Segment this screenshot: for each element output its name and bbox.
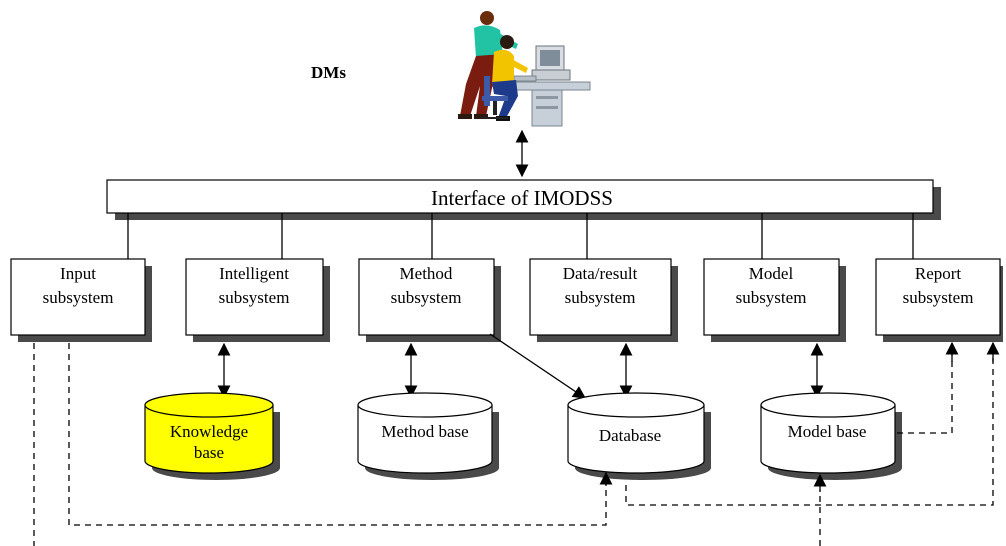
dms-label: DMs bbox=[311, 63, 346, 82]
subsystem-label-line1: Input bbox=[60, 264, 96, 283]
method-base-cylinder: Method base bbox=[357, 392, 499, 480]
knowledge-base-label-line1: Knowledge bbox=[170, 422, 248, 441]
subsystem-model: Model subsystem bbox=[703, 258, 846, 342]
subsystem-method: Method subsystem bbox=[358, 258, 501, 342]
subsystem-input: Input subsystem bbox=[10, 258, 152, 342]
knowledge-base-body bbox=[144, 404, 274, 474]
method-base-label: Method base bbox=[381, 422, 468, 441]
subsystem-label-line1: Model bbox=[749, 264, 794, 283]
subsystem-label-line1: Report bbox=[915, 264, 962, 283]
knowledge-base-top bbox=[144, 392, 274, 418]
database-cylinder: Database bbox=[567, 392, 711, 480]
subsystem-intelligent: Intelligent subsystem bbox=[185, 258, 330, 342]
modelbase-to-report-flow bbox=[897, 350, 953, 434]
subsystem-label-line2: subsystem bbox=[736, 288, 807, 307]
decision-makers-illustration bbox=[458, 11, 591, 127]
database-label: Database bbox=[599, 426, 661, 445]
subsystem-report: Report subsystem bbox=[875, 258, 1003, 342]
model-base-label: Model base bbox=[788, 422, 867, 441]
subsystem-label-line2: subsystem bbox=[565, 288, 636, 307]
knowledge-base-label-line2: base bbox=[194, 443, 224, 462]
subsystem-data-result: Data/result subsystem bbox=[529, 258, 678, 342]
interface-connectors bbox=[127, 213, 914, 259]
interface-label: Interface of IMODSS bbox=[431, 186, 613, 210]
method-database-arrow bbox=[489, 333, 587, 399]
input-to-database-flow bbox=[68, 343, 607, 526]
subsystem-label-line1: Data/result bbox=[563, 264, 638, 283]
subsystem-label-line2: subsystem bbox=[391, 288, 462, 307]
subsystem-label-line2: subsystem bbox=[219, 288, 290, 307]
subsystem-label-line2: subsystem bbox=[43, 288, 114, 307]
subsystem-label-line1: Intelligent bbox=[219, 264, 289, 283]
knowledge-base-cylinder: Knowledge base bbox=[144, 392, 280, 480]
database-to-report-flow bbox=[625, 350, 994, 506]
subsystem-label-line1: Method bbox=[400, 264, 453, 283]
subsystem-label-line2: subsystem bbox=[903, 288, 974, 307]
interface-bar: Interface of IMODSS bbox=[106, 179, 941, 220]
model-base-cylinder: Model base bbox=[760, 392, 902, 480]
dashed-flows bbox=[33, 341, 1000, 546]
